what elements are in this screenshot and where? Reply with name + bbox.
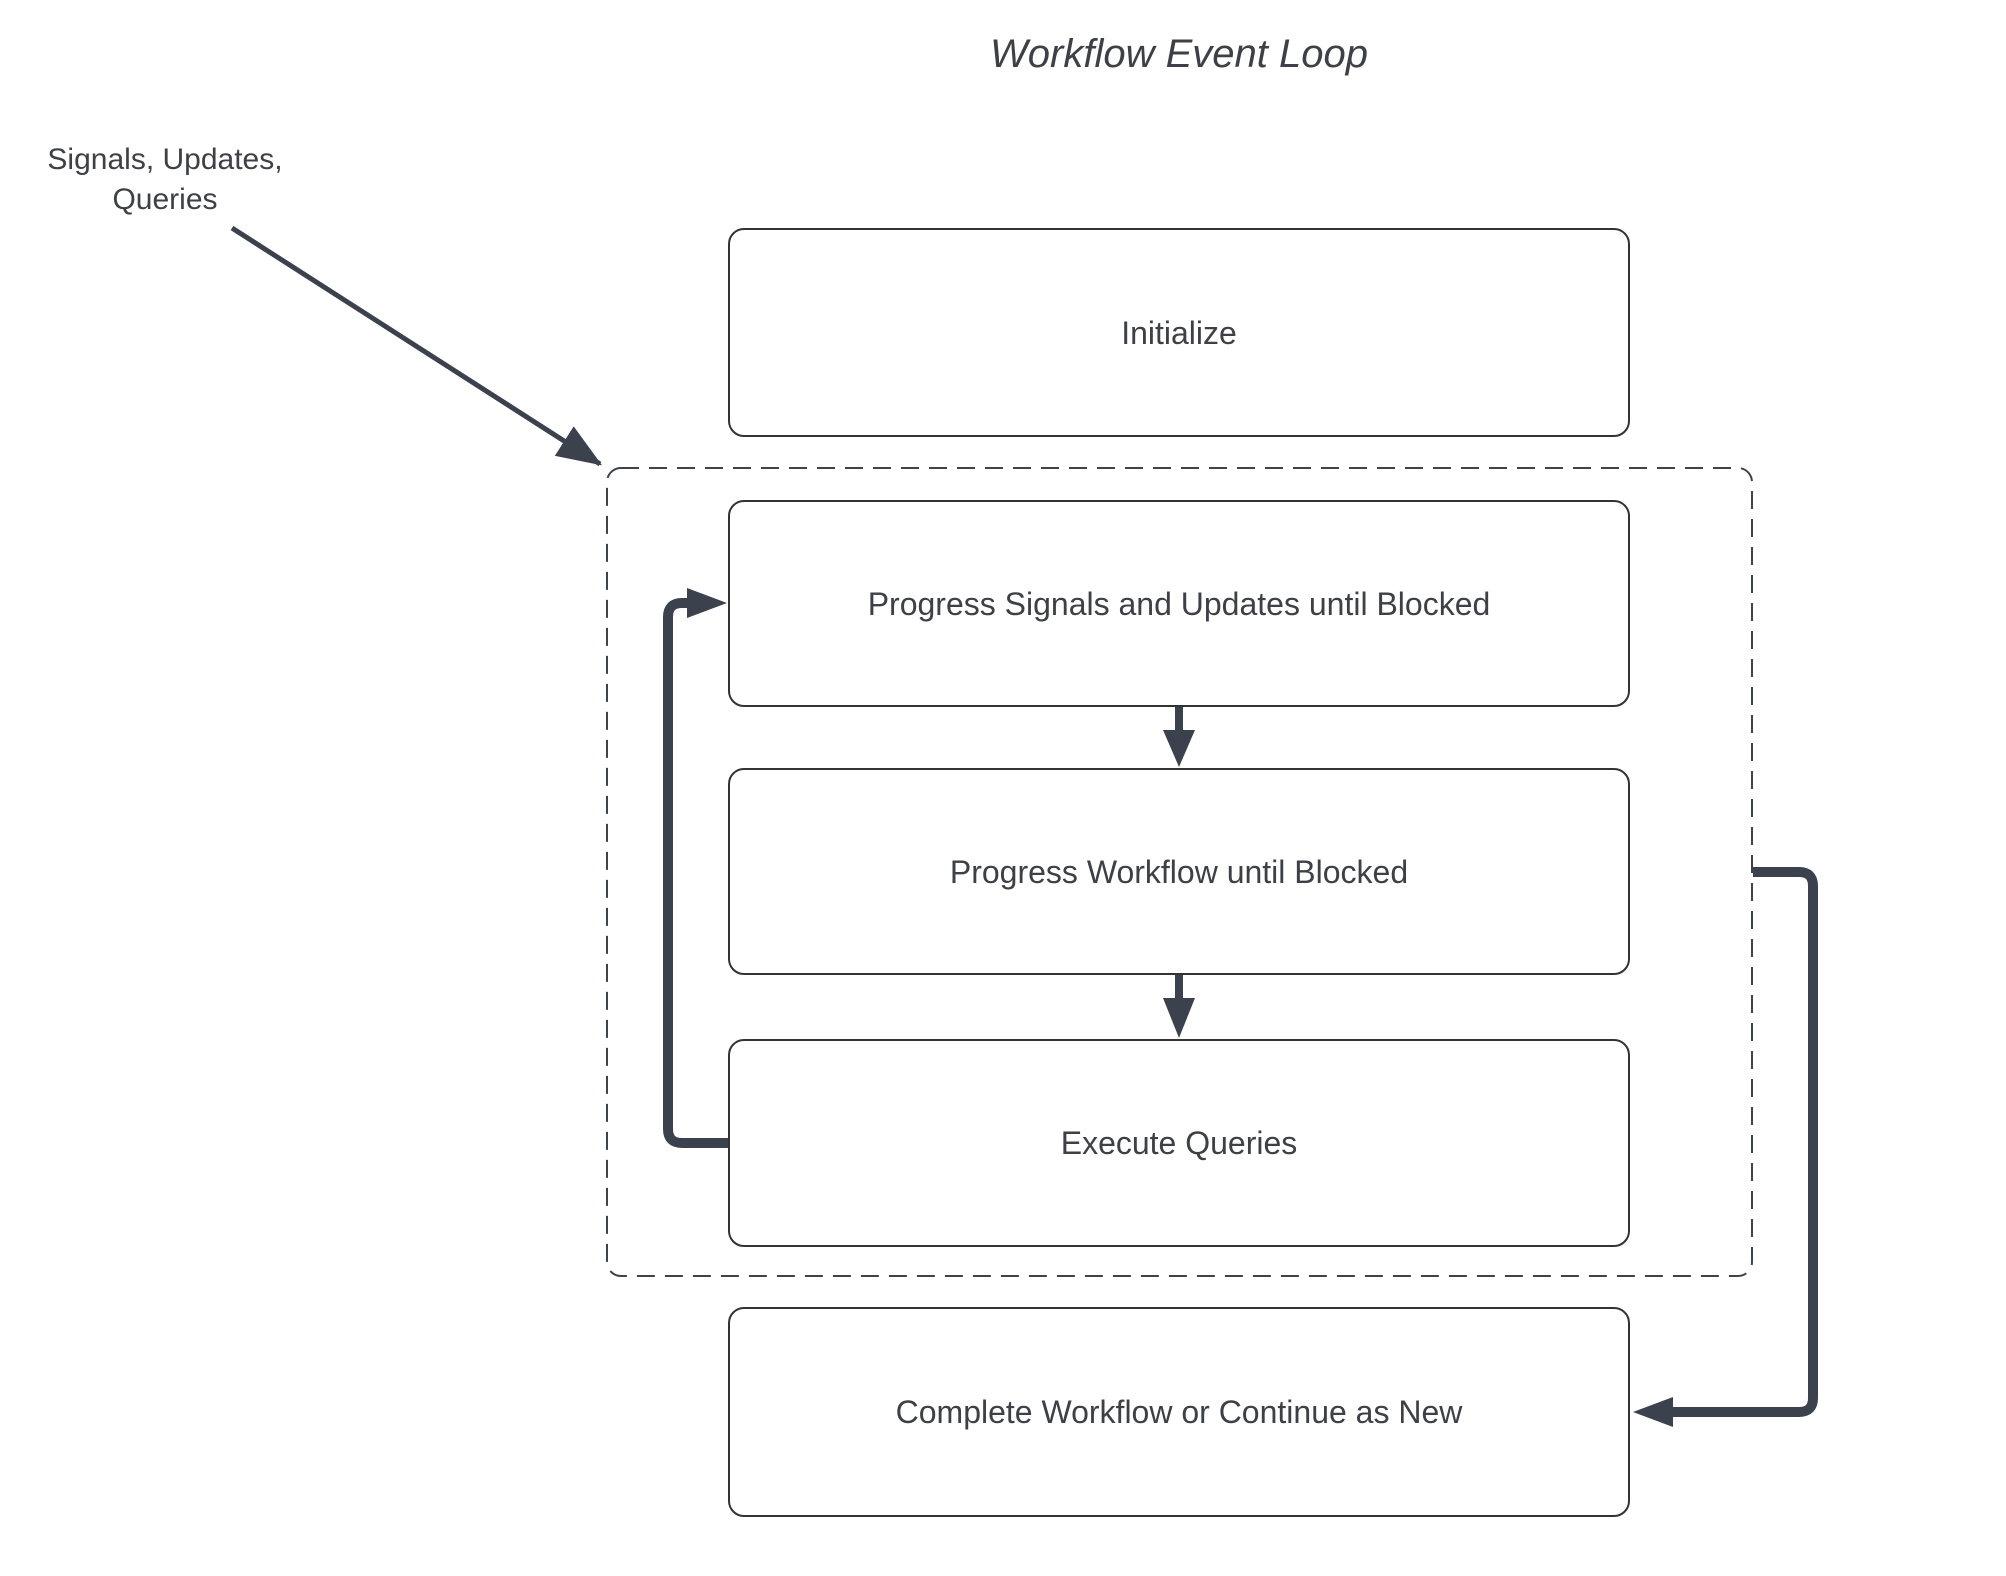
node-progress-workflow-label: Progress Workflow until Blocked — [949, 853, 1409, 890]
loop-arrow — [663, 588, 728, 1148]
node-execute-queries-label: Execute Queries — [1060, 1125, 1298, 1161]
node-progress-signals: Progress Signals and Updates until Block… — [728, 500, 1630, 707]
down-arrow-1 — [1163, 707, 1195, 767]
node-execute-queries: Execute Queries — [728, 1039, 1630, 1247]
diagram-title: Workflow Event Loop — [990, 32, 1368, 76]
node-initialize-label: Initialize — [1121, 314, 1237, 351]
annotation-line-1: Signals, Updates, — [47, 143, 283, 176]
annotation-line-2: Queries — [112, 183, 218, 216]
signals-arrow — [230, 225, 603, 467]
node-complete: Complete Workflow or Continue as New — [728, 1307, 1630, 1517]
node-progress-workflow: Progress Workflow until Blocked — [728, 768, 1630, 975]
continue-arrow — [1633, 867, 1818, 1427]
annotation-signals-updates-queries: Signals, Updates, Queries — [25, 140, 305, 220]
node-progress-signals-label: Progress Signals and Updates until Block… — [867, 585, 1491, 622]
down-arrow-2 — [1163, 975, 1195, 1038]
node-initialize: Initialize — [728, 228, 1630, 437]
node-complete-label: Complete Workflow or Continue as New — [895, 1394, 1463, 1430]
